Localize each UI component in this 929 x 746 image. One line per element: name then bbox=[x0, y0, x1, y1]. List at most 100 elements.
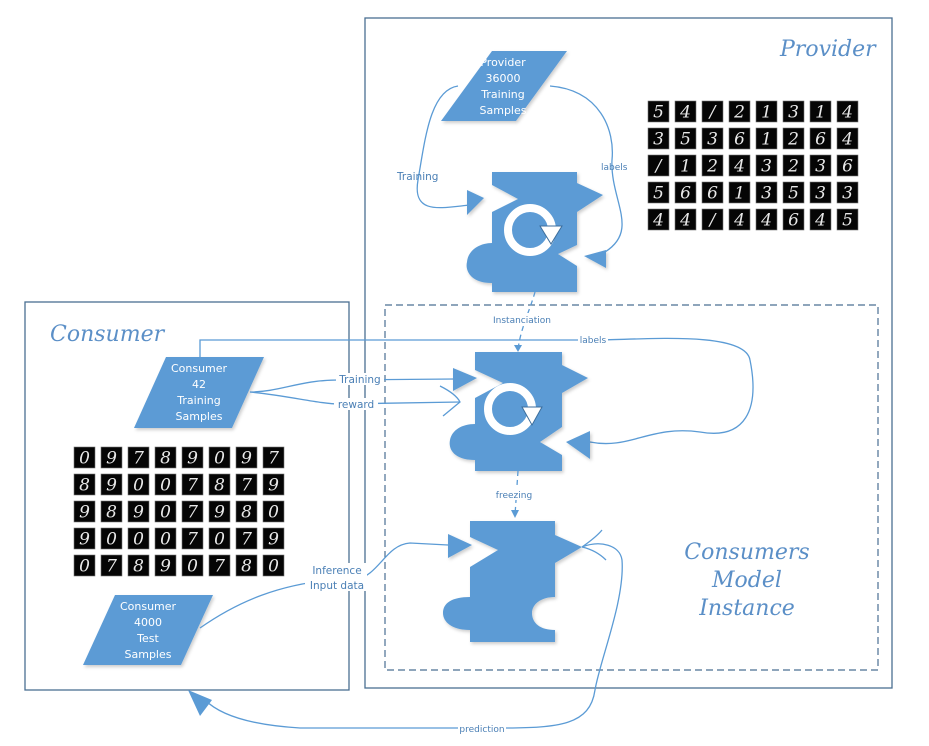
provider-digit-cell: 5 bbox=[836, 208, 859, 231]
consumer-digit-cell: 0 bbox=[73, 554, 96, 577]
svg-text:Provider: Provider bbox=[480, 56, 526, 69]
svg-text:3: 3 bbox=[788, 103, 799, 123]
consumer-digit-cell: 0 bbox=[154, 500, 177, 523]
consumer-test-samples-box[interactable]: Consumer 4000 Test Samples bbox=[83, 595, 213, 665]
svg-text:9: 9 bbox=[106, 476, 117, 496]
svg-text:9: 9 bbox=[268, 530, 279, 550]
svg-text:4: 4 bbox=[679, 211, 691, 231]
svg-text:7: 7 bbox=[106, 557, 117, 577]
svg-text:4: 4 bbox=[733, 211, 745, 231]
provider-digit-cell: 3 bbox=[809, 181, 832, 204]
provider-digit-cell: 4 bbox=[836, 127, 859, 150]
svg-text:7: 7 bbox=[214, 557, 225, 577]
provider-digit-cell: / bbox=[647, 154, 670, 177]
consumer-digit-cell: 7 bbox=[208, 554, 231, 577]
svg-text:0: 0 bbox=[268, 503, 279, 523]
consumer-digit-cell: 0 bbox=[154, 473, 177, 496]
svg-text:/: / bbox=[708, 211, 718, 231]
svg-text:9: 9 bbox=[79, 503, 90, 523]
provider-title: Provider bbox=[779, 37, 877, 62]
provider-labels-edge bbox=[549, 85, 623, 253]
prediction-arrowhead bbox=[188, 690, 212, 716]
svg-text:3: 3 bbox=[815, 184, 826, 204]
svg-text:3: 3 bbox=[842, 184, 853, 204]
svg-text:5: 5 bbox=[653, 184, 664, 204]
svg-text:8: 8 bbox=[241, 503, 252, 523]
svg-text:3: 3 bbox=[653, 130, 664, 150]
provider-digit-cell: 3 bbox=[782, 100, 805, 123]
svg-text:8: 8 bbox=[241, 557, 252, 577]
svg-text:9: 9 bbox=[187, 449, 198, 469]
svg-text:8: 8 bbox=[79, 476, 90, 496]
provider-digit-cell: 1 bbox=[755, 100, 778, 123]
consumer-title: Consumer bbox=[50, 322, 166, 347]
consumer-frame bbox=[24, 301, 350, 691]
consumer-digit-cell: 7 bbox=[235, 473, 258, 496]
svg-text:7: 7 bbox=[241, 476, 252, 496]
svg-text:0: 0 bbox=[106, 530, 117, 550]
svg-text:0: 0 bbox=[268, 557, 279, 577]
provider-digit-cell: 3 bbox=[647, 127, 670, 150]
model-instance-frame bbox=[384, 304, 879, 671]
svg-text:7: 7 bbox=[187, 503, 198, 523]
provider-digit-cell: 5 bbox=[647, 100, 670, 123]
svg-text:3: 3 bbox=[761, 157, 772, 177]
consumer-digit-cell: 0 bbox=[73, 446, 96, 469]
inference-label-line1: Inference bbox=[312, 565, 361, 577]
svg-text:0: 0 bbox=[214, 530, 225, 550]
frozen-model-puzzle[interactable] bbox=[443, 521, 582, 642]
svg-text:3: 3 bbox=[761, 184, 772, 204]
svg-text:4: 4 bbox=[733, 157, 745, 177]
provider-digit-cell: 3 bbox=[836, 181, 859, 204]
svg-text:4: 4 bbox=[679, 103, 691, 123]
svg-text:1: 1 bbox=[815, 103, 826, 123]
consumer-digit-cell: 0 bbox=[208, 527, 231, 550]
svg-text:9: 9 bbox=[214, 503, 225, 523]
svg-text:2: 2 bbox=[733, 103, 745, 123]
consumer-digit-cell: 9 bbox=[127, 500, 150, 523]
svg-text:Instance: Instance bbox=[698, 596, 795, 621]
svg-text:5: 5 bbox=[680, 130, 691, 150]
consumer-digit-cell: 9 bbox=[262, 473, 285, 496]
consumer-digit-cell: 0 bbox=[262, 500, 285, 523]
consumer-digit-cell: 0 bbox=[262, 554, 285, 577]
provider-labels-label: labels bbox=[601, 163, 628, 173]
provider-digit-cell: 1 bbox=[809, 100, 832, 123]
consumer-digit-cell: 7 bbox=[235, 527, 258, 550]
svg-text:9: 9 bbox=[79, 530, 90, 550]
consumer-digit-cell: 0 bbox=[127, 527, 150, 550]
svg-text:9: 9 bbox=[133, 503, 144, 523]
provider-digit-cell: 3 bbox=[755, 181, 778, 204]
svg-text:0: 0 bbox=[187, 557, 198, 577]
consumer-digit-cell: 0 bbox=[100, 527, 123, 550]
provider-training-samples-box[interactable]: Provider 36000 Training Samples bbox=[441, 51, 567, 121]
svg-text:7: 7 bbox=[187, 530, 198, 550]
svg-text:0: 0 bbox=[133, 530, 144, 550]
provider-digit-cell: 6 bbox=[836, 154, 859, 177]
provider-digit-cell: 4 bbox=[728, 154, 751, 177]
consumer-digit-cell: 9 bbox=[100, 473, 123, 496]
consumer-digit-cell: 8 bbox=[73, 473, 96, 496]
svg-text:8: 8 bbox=[214, 476, 225, 496]
consumer-digit-cell: 8 bbox=[100, 500, 123, 523]
consumer-training-samples-box[interactable]: Consumer 42 Training Samples bbox=[134, 357, 264, 428]
svg-text:9: 9 bbox=[106, 449, 117, 469]
svg-text:3: 3 bbox=[815, 157, 826, 177]
svg-text:Model: Model bbox=[711, 568, 782, 593]
instanciation-label: Instanciation bbox=[493, 316, 551, 326]
svg-text:5: 5 bbox=[653, 103, 664, 123]
consumer-digit-cell: 7 bbox=[127, 446, 150, 469]
svg-text:6: 6 bbox=[842, 157, 853, 177]
svg-text:Consumer: Consumer bbox=[171, 362, 228, 375]
provider-model-puzzle[interactable] bbox=[466, 172, 606, 292]
svg-text:Training: Training bbox=[176, 394, 220, 407]
svg-text:4: 4 bbox=[652, 211, 664, 231]
svg-text:1: 1 bbox=[680, 157, 691, 177]
consumer-model-puzzle[interactable] bbox=[449, 352, 590, 471]
consumer-digit-cell: 7 bbox=[181, 527, 204, 550]
svg-text:2: 2 bbox=[706, 157, 718, 177]
provider-digit-cell: 6 bbox=[782, 208, 805, 231]
consumer-digit-cell: 8 bbox=[235, 554, 258, 577]
svg-text:Consumers: Consumers bbox=[684, 540, 809, 565]
